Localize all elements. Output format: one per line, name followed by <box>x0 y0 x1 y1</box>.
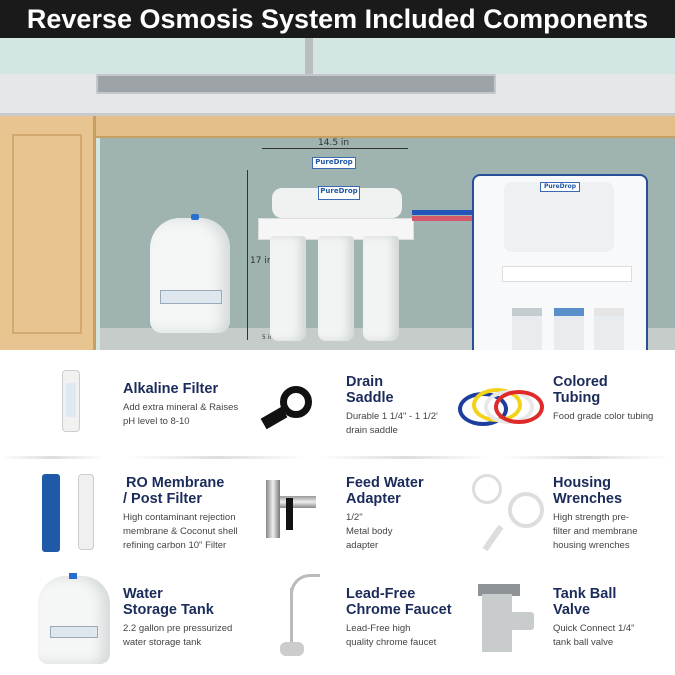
colored-tubing-icon <box>458 388 544 430</box>
kitchen-scene: 14.5 in 17 in 5 in PureDrop PureDrop Pur… <box>0 38 675 350</box>
kitchen-faucet <box>305 38 313 78</box>
sink <box>96 74 496 94</box>
brand-label-2: PureDrop <box>318 186 360 200</box>
page-title: Reverse Osmosis System Included Componen… <box>0 0 675 38</box>
components-grid: Alkaline Filter Add extra mineral & Rais… <box>0 352 675 675</box>
brand-label: PureDrop <box>312 157 356 169</box>
faucet-icon <box>272 574 332 666</box>
component-ro-membrane: RO Membrane/ Post Filter High contaminan… <box>123 475 238 551</box>
drain-saddle-icon <box>260 384 320 434</box>
height-label: 17 in <box>250 256 273 266</box>
width-label: 14.5 in <box>318 138 350 148</box>
brand-label-zoom: PureDrop <box>540 182 580 192</box>
storage-tank-image <box>150 218 230 333</box>
depth-label: 5 in <box>262 334 274 341</box>
ro-membrane-icon <box>42 474 60 552</box>
width-dimension-line <box>262 148 408 149</box>
blue-tube <box>412 210 482 215</box>
component-alkaline-filter: Alkaline Filter Add extra mineral & Rais… <box>123 381 239 427</box>
storage-tank-icon <box>38 573 110 664</box>
cabinet-top <box>95 116 675 138</box>
feed-water-adapter-icon <box>262 480 322 540</box>
filter-canister <box>363 236 399 341</box>
alkaline-filter-icon <box>62 370 80 432</box>
height-dimension-line <box>247 170 248 340</box>
filter-canister <box>270 236 306 341</box>
red-tube <box>412 216 482 221</box>
filter-canister <box>318 236 354 341</box>
post-filter-icon <box>78 474 94 550</box>
tank-cap <box>191 214 199 220</box>
ball-valve-icon <box>478 584 538 654</box>
tank-label <box>160 290 222 304</box>
cabinet-door <box>0 116 96 350</box>
zoomed-system-view: PureDrop <box>472 174 648 350</box>
housing-wrench-icon <box>468 472 548 552</box>
